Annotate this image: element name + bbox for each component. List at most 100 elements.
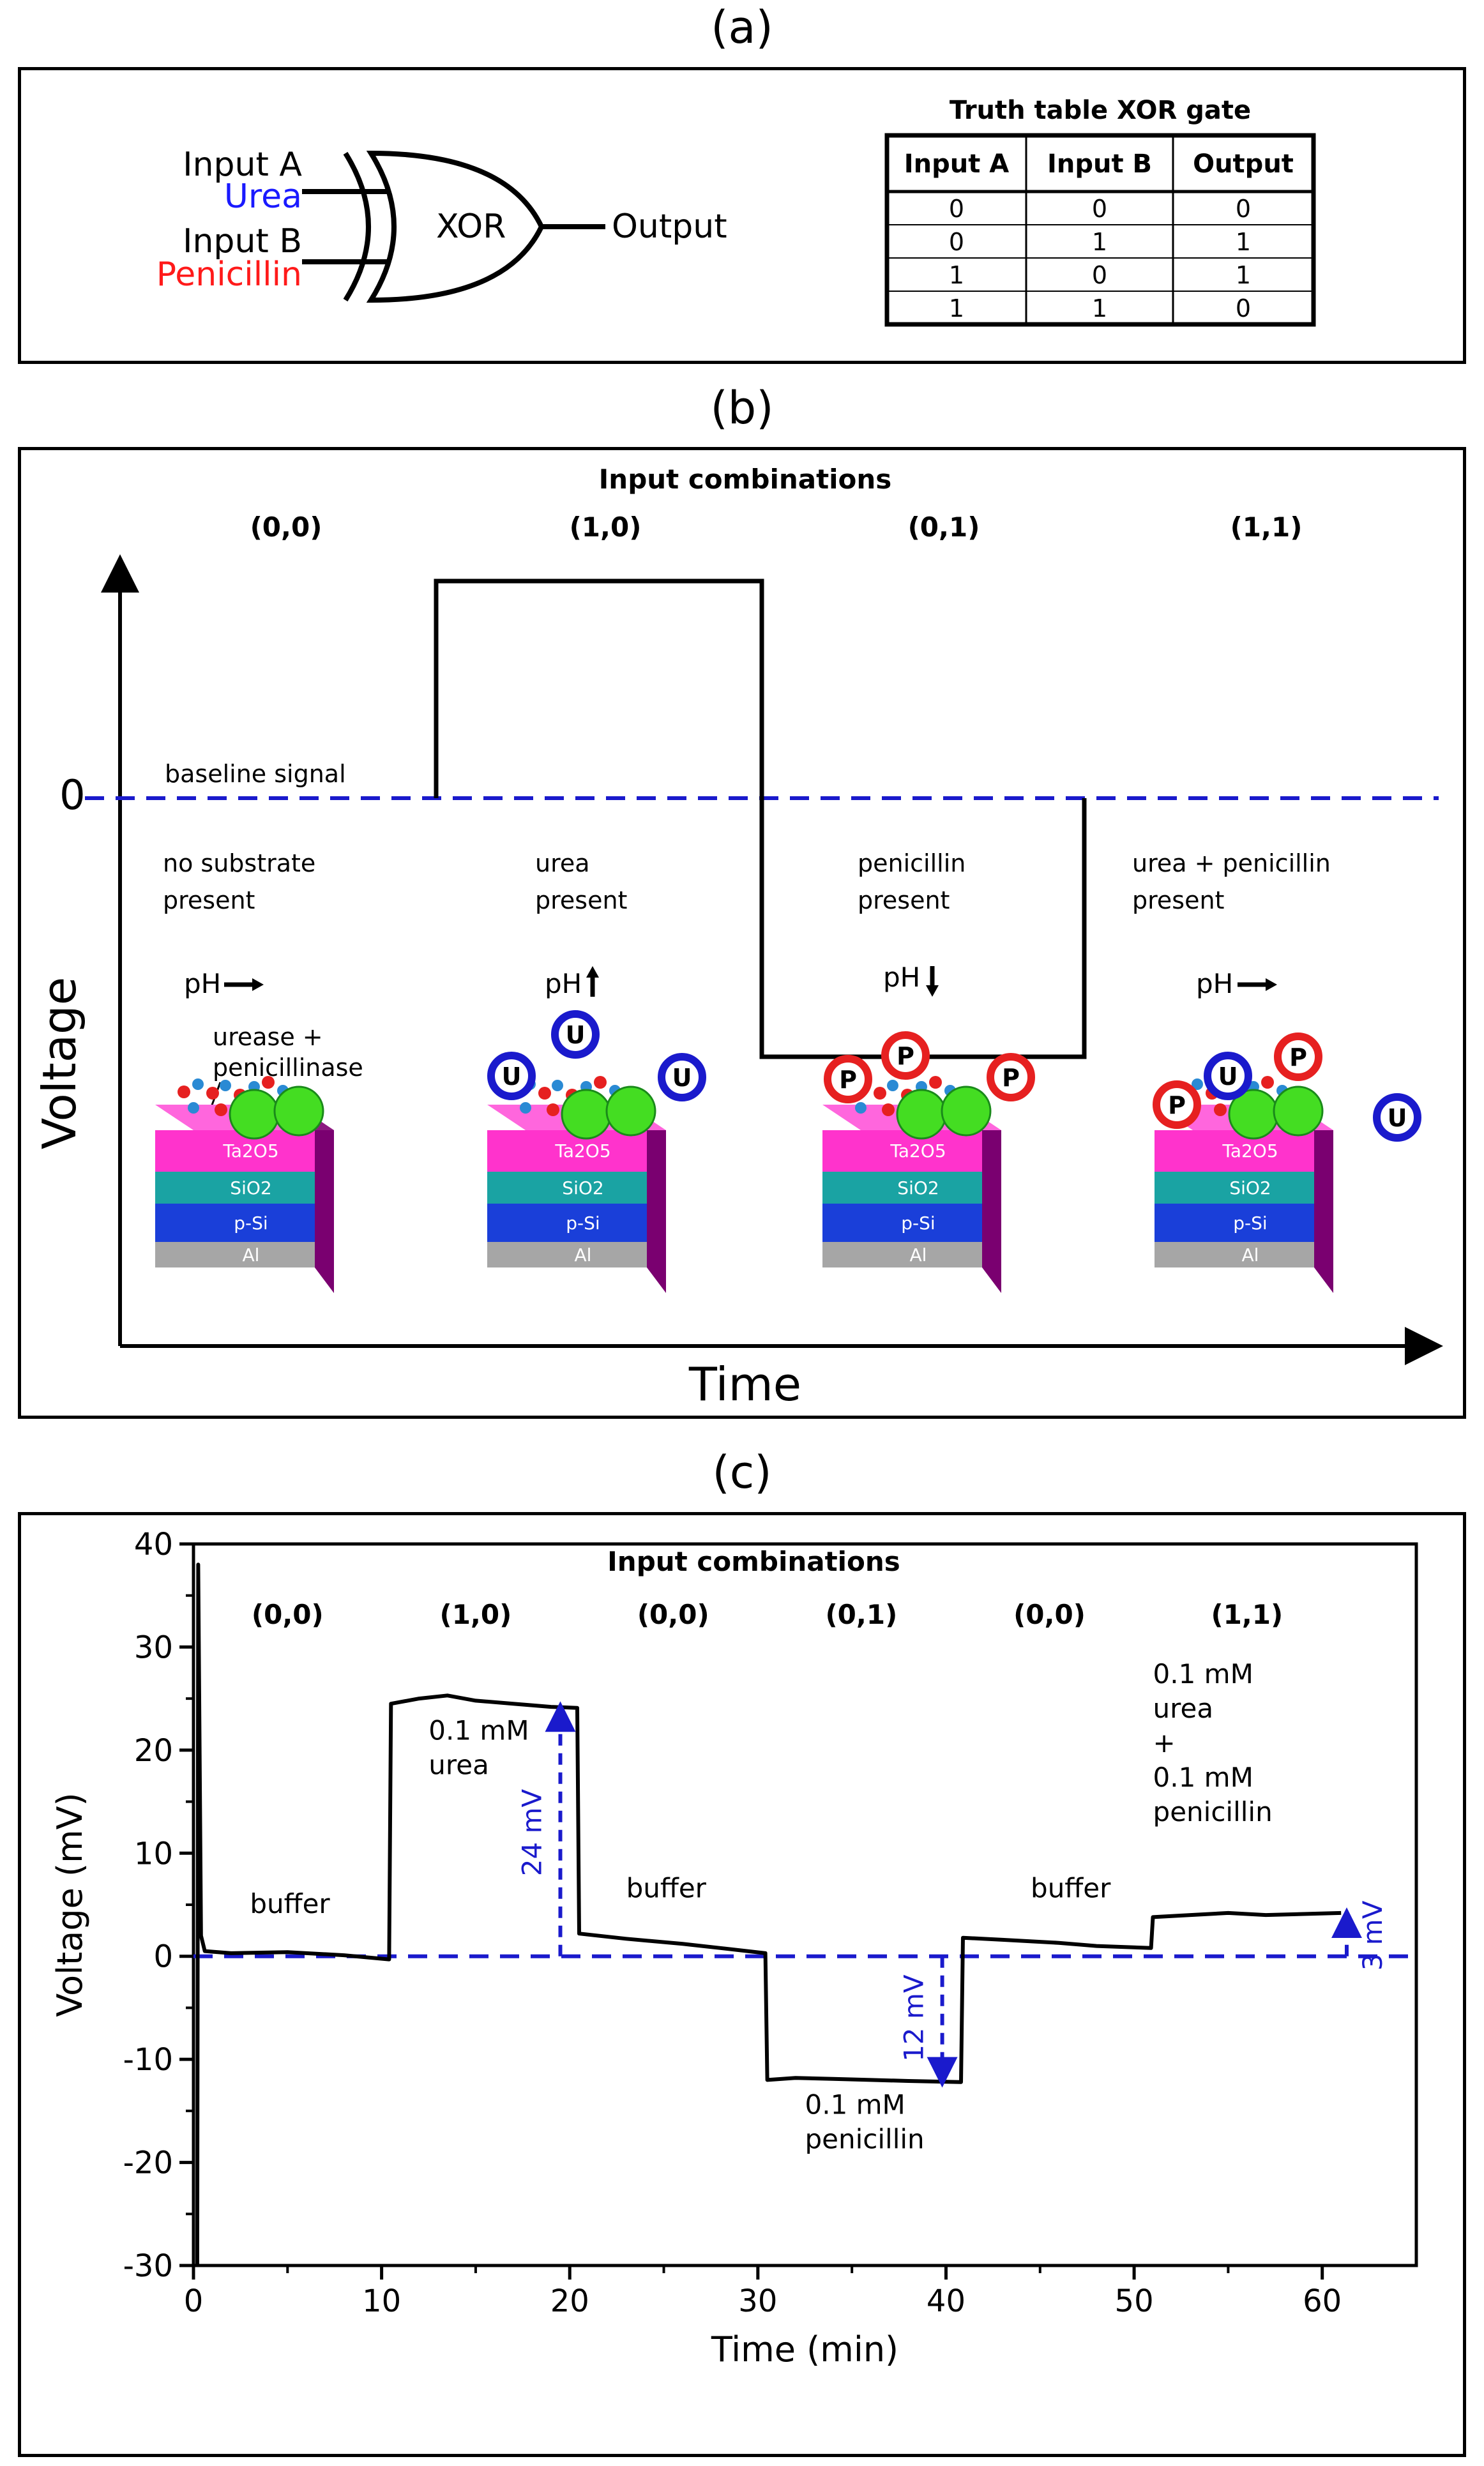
output-label: Output [612,208,727,246]
layer-label-ta2o5: Ta2O5 [554,1140,610,1161]
enzyme-label-line2: penicillinase [213,1054,363,1082]
input-b-substance: Penicillin [156,255,302,294]
svg-text:U: U [566,1021,586,1049]
enzyme-green [561,1089,612,1140]
enzyme-cluster [178,1076,324,1140]
condition-annotation: buffer [250,1888,330,1919]
state-text-line2: present [535,886,627,914]
enzyme-green [941,1085,992,1137]
layer-label-psi: p-Si [566,1213,600,1234]
gate-label: XOR [436,208,506,246]
panel-c-letter: (c) [712,1446,772,1499]
y-tick-label: 10 [134,1836,173,1872]
ph-label: pH [184,968,221,999]
y-tick-label: 40 [134,1527,173,1562]
ph-steady-arrow-icon [224,978,264,991]
measurement-label: 3 mV [1357,1900,1388,1971]
enzyme-cluster [1177,1076,1324,1140]
condition-annotation: penicillin [1153,1796,1273,1827]
penicillin-molecule-icon: P [824,1055,872,1103]
al-layer [1155,1242,1314,1267]
svg-text:P: P [897,1042,914,1070]
urea-molecule-icon: U [1204,1052,1252,1100]
x-tick-label: 60 [1303,2283,1342,2319]
table-cell: 0 [1092,261,1107,289]
table-cell: 1 [1236,228,1251,256]
x-tick-label: 0 [184,2283,204,2319]
urea-molecule-icon: U [1373,1093,1421,1142]
layer-label-sio2: SiO2 [897,1177,939,1199]
layer-label-al: Al [910,1244,927,1266]
ph-label: pH [545,968,582,999]
y-tick-label: 30 [134,1630,173,1665]
condition-annotation: 0.1 mM [1153,1658,1253,1690]
zero-label: 0 [59,772,86,819]
state-text-line2: present [858,886,950,914]
x-axis-label: Time [688,1358,801,1411]
input-a-substance: Urea [224,178,302,216]
y-tick-label: 20 [134,1733,173,1769]
ph-label: pH [1196,968,1233,999]
table-cell: 0 [1236,195,1251,223]
al-layer [487,1242,647,1267]
psi-layer [155,1204,315,1242]
layer-label-al: Al [243,1244,260,1266]
concept-signal-trace [434,579,1087,1059]
combo-label: (0,0) [637,1599,709,1630]
layer-label-al: Al [1242,1244,1259,1266]
table-cell: 1 [949,294,964,322]
table-header-input-a: Input A [904,149,1010,179]
y-axis-label: Voltage (mV) [50,1792,90,2016]
enzyme-green [1273,1085,1324,1137]
layer-label-sio2: SiO2 [230,1177,271,1199]
ta2o5-layer [822,1130,982,1172]
state-text-line2: present [1132,886,1224,914]
panel-a-letter: (a) [711,1,773,54]
sensor-stack: Ta2O5 SiO2 p-Si Al [487,1105,666,1293]
urea-molecule-icon: U [487,1052,536,1100]
layer-label-psi: p-Si [234,1213,268,1234]
enzyme-green [605,1085,656,1137]
svg-text:U: U [1218,1063,1238,1091]
y-axis-label: Voltage [33,977,86,1149]
ta2o5-layer [487,1130,647,1172]
layer-label-ta2o5: Ta2O5 [1222,1140,1278,1161]
table-cell: 1 [1236,261,1251,289]
enzyme-green [273,1085,324,1137]
combo-label: (0,0) [252,1599,324,1630]
condition-annotation: + [1153,1727,1176,1759]
ph-up-arrow-icon [586,966,599,997]
combo-label: (0,1) [908,511,980,543]
urea-molecule-icon: U [551,1010,600,1059]
state-text-line2: present [163,886,255,914]
panel-a-frame: Input A Urea Input B Penicillin XOR Outp… [18,67,1466,364]
svg-text:P: P [1289,1043,1307,1071]
state-text-line1: urea + penicillin [1132,849,1331,877]
panel-b-frame: Input combinations (0,0) (1,0) (0,1) (1,… [18,447,1466,1419]
condition-annotation: 0.1 mM [805,2089,905,2121]
svg-text:U: U [1388,1104,1407,1132]
table-cell: 0 [949,228,964,256]
x-tick-label: 30 [738,2283,777,2319]
condition-annotation: 0.1 mM [1153,1762,1253,1793]
panel-b-letter: (b) [710,382,774,434]
ph-label: pH [883,962,920,993]
state-text-line1: penicillin [858,849,965,877]
baseline-label: baseline signal [165,760,346,788]
xor-gate-diagram: Input A Urea Input B Penicillin XOR Outp… [156,146,727,303]
layer-label-ta2o5: Ta2O5 [222,1140,278,1161]
y-tick-label: -10 [123,2042,173,2078]
xor-gate-body [366,150,545,303]
input-combinations-title: Input combinations [599,464,892,495]
layer-label-psi: p-Si [901,1213,935,1234]
sio2-layer [487,1172,647,1204]
table-cell: 1 [949,261,964,289]
table-cell: 0 [949,195,964,223]
layer-label-al: Al [575,1244,592,1266]
ta2o5-layer [155,1130,315,1172]
input-b-label: Input B [183,222,302,261]
table-cell: 0 [1092,195,1107,223]
table-header-input-b: Input B [1047,149,1152,179]
x-tick-label: 10 [362,2283,401,2319]
